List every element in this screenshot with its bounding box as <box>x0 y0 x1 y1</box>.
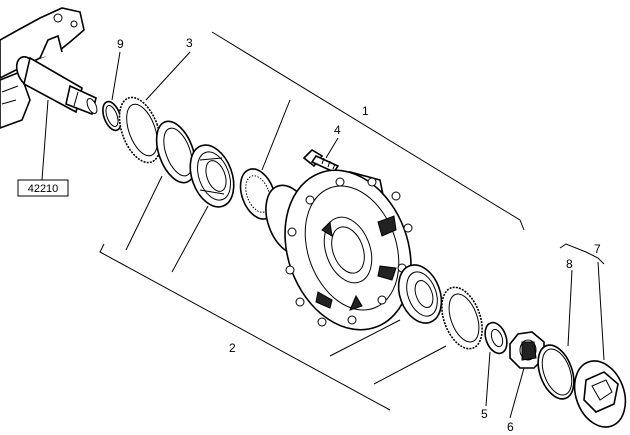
wheel-stud-part-4 <box>302 148 340 174</box>
callout-7: 7 <box>594 242 601 256</box>
reference-box-42210: 42210 <box>17 179 69 197</box>
leader-lines <box>41 31 605 419</box>
callout-8: 8 <box>566 257 573 271</box>
steering-knuckle-spindle <box>0 7 98 129</box>
outer-bearing <box>397 264 443 324</box>
callout-9: 9 <box>117 37 124 51</box>
castle-nut-part-6 <box>509 331 545 369</box>
o-ring-part-8 <box>537 344 575 400</box>
seal-ring <box>155 120 197 184</box>
callout-labels: 9 3 1 4 2 7 8 5 6 <box>117 36 601 434</box>
hub-cap <box>573 360 627 428</box>
callout-6: 6 <box>507 420 514 434</box>
lock-washer-part-5 <box>484 321 508 355</box>
reference-box-label: 42210 <box>28 183 59 195</box>
outer-sensor-ring <box>441 286 483 350</box>
tone-ring-part-3 <box>118 96 162 164</box>
o-ring-part-9 <box>102 100 122 132</box>
callout-2: 2 <box>229 341 236 355</box>
callout-5: 5 <box>481 407 488 421</box>
wheel-hub-part-1 <box>265 169 413 331</box>
callout-4: 4 <box>334 123 341 137</box>
callout-3: 3 <box>186 36 193 50</box>
inner-bearing <box>189 144 235 208</box>
callout-1: 1 <box>362 104 369 118</box>
